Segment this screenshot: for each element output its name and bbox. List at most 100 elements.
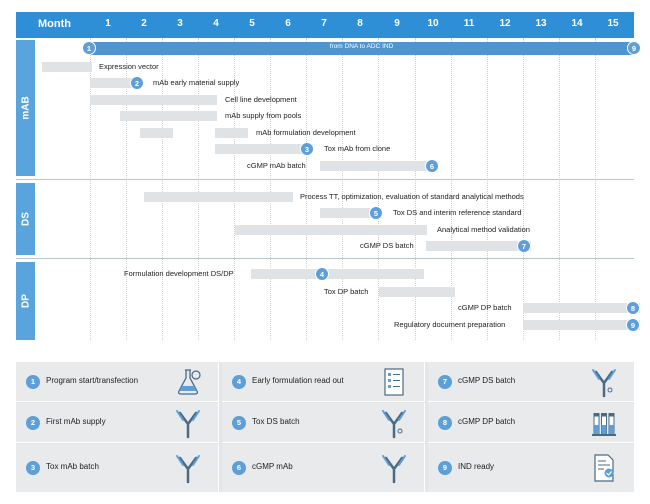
month-4: 4 xyxy=(213,18,219,29)
task-label: Regulatory document preparation xyxy=(394,320,506,329)
gridline xyxy=(559,38,560,340)
milestone-9-top: 9 xyxy=(627,41,641,55)
legend-number: 3 xyxy=(26,461,40,475)
month-13: 13 xyxy=(535,18,547,29)
task-label: cGMP mAb batch xyxy=(247,161,306,170)
month-12: 12 xyxy=(499,18,511,29)
section-mab-label: mAB xyxy=(20,96,31,120)
task-bar xyxy=(523,320,640,330)
task-label: mAb early material supply xyxy=(153,78,240,87)
gridline xyxy=(415,38,416,340)
task-bar xyxy=(42,62,92,72)
antibody-icon xyxy=(382,455,406,484)
task-bar xyxy=(120,111,217,121)
gridline xyxy=(126,38,127,340)
legend-item: 6 cGMP mAb xyxy=(222,444,425,492)
antibody-drug-icon xyxy=(382,410,406,439)
program-bar: from DNA to ADC IND xyxy=(83,42,640,55)
legend-number: 9 xyxy=(438,461,452,475)
legend-label: First mAb supply xyxy=(46,417,106,426)
gridline xyxy=(523,38,524,340)
task-bar xyxy=(320,161,437,171)
month-10: 10 xyxy=(427,18,439,29)
month-14: 14 xyxy=(571,18,583,29)
legend-number: 2 xyxy=(26,416,40,430)
legend-item: 3 Tox mAb batch xyxy=(16,444,219,492)
task-bar xyxy=(215,144,313,154)
gridline xyxy=(270,38,271,340)
antibody-icon xyxy=(176,410,200,439)
month-5: 5 xyxy=(249,18,255,29)
milestone-4: 4 xyxy=(315,267,329,281)
timeline-header: Month 1 2 3 4 5 6 7 8 9 10 11 12 13 14 1… xyxy=(16,12,634,38)
section-divider xyxy=(16,179,634,180)
task-label: cGMP DS batch xyxy=(360,241,414,250)
legend-label: IND ready xyxy=(458,462,495,471)
task-bar xyxy=(523,303,640,313)
gridline xyxy=(595,38,596,340)
task-bar xyxy=(235,225,427,235)
task-bar xyxy=(144,192,293,202)
antibody-icon xyxy=(176,455,200,484)
task-label: Tox DS and interim reference standard xyxy=(393,208,522,217)
gridline xyxy=(378,38,379,340)
task-bar xyxy=(379,287,455,297)
legend-item: 7 cGMP DS batch xyxy=(428,362,634,402)
legend-item: 8 cGMP DP batch xyxy=(428,403,634,443)
month-3: 3 xyxy=(177,18,183,29)
program-bar-label: from DNA to ADC IND xyxy=(329,43,394,50)
legend-number: 5 xyxy=(232,416,246,430)
gridline xyxy=(90,38,91,340)
legend-label: Program start/transfection xyxy=(46,376,139,385)
month-label: Month xyxy=(38,18,71,30)
milestone-8: 8 xyxy=(626,301,640,315)
task-label: Process TT, optimization, evaluation of … xyxy=(300,192,524,201)
milestone-2: 2 xyxy=(130,76,144,90)
milestone-1: 1 xyxy=(82,41,96,55)
legend-item: 5 Tox DS batch xyxy=(222,403,425,443)
legend-number: 7 xyxy=(438,375,452,389)
month-7: 7 xyxy=(321,18,327,29)
task-label: cGMP DP batch xyxy=(458,303,512,312)
gridline xyxy=(234,38,235,340)
task-bar xyxy=(140,128,173,138)
antibody-drug-icon xyxy=(592,369,616,398)
month-2: 2 xyxy=(141,18,147,29)
vials-icon xyxy=(592,413,616,436)
section-ds: DS xyxy=(16,183,35,255)
gridline xyxy=(198,38,199,340)
milestone-5: 5 xyxy=(369,206,383,220)
gridline xyxy=(162,38,163,340)
month-1: 1 xyxy=(105,18,111,29)
legend-number: 6 xyxy=(232,461,246,475)
gridline xyxy=(451,38,452,340)
legend-item: 2 First mAb supply xyxy=(16,403,219,443)
legend-label: cGMP DP batch xyxy=(458,417,516,426)
legend-item: 1 Program start/transfection xyxy=(16,362,219,402)
certificate-icon xyxy=(594,454,614,482)
task-bar xyxy=(90,95,217,105)
legend-label: Tox mAb batch xyxy=(46,462,99,471)
gridline xyxy=(342,38,343,340)
task-bar xyxy=(90,78,142,88)
gridline xyxy=(306,38,307,340)
task-label: Formulation development DS/DP xyxy=(124,269,234,278)
legend-label: cGMP DS batch xyxy=(458,376,516,385)
document-icon xyxy=(384,368,404,396)
milestone-6: 6 xyxy=(425,159,439,173)
legend-label: cGMP mAb xyxy=(252,462,293,471)
task-label: Tox DP batch xyxy=(324,287,369,296)
task-label: Analytical method validation xyxy=(437,225,530,234)
task-label: Cell line development xyxy=(225,95,297,104)
legend-item: 9 IND ready xyxy=(428,444,634,492)
legend-item: 4 Early formulation read out xyxy=(222,362,425,402)
month-15: 15 xyxy=(607,18,619,29)
task-label: Expression vector xyxy=(99,62,159,71)
task-bar xyxy=(426,241,531,251)
legend-label: Early formulation read out xyxy=(252,376,344,385)
month-11: 11 xyxy=(463,18,475,29)
gridline xyxy=(487,38,488,340)
legend-number: 8 xyxy=(438,416,452,430)
section-ds-label: DS xyxy=(20,212,31,226)
task-bar xyxy=(320,208,382,218)
